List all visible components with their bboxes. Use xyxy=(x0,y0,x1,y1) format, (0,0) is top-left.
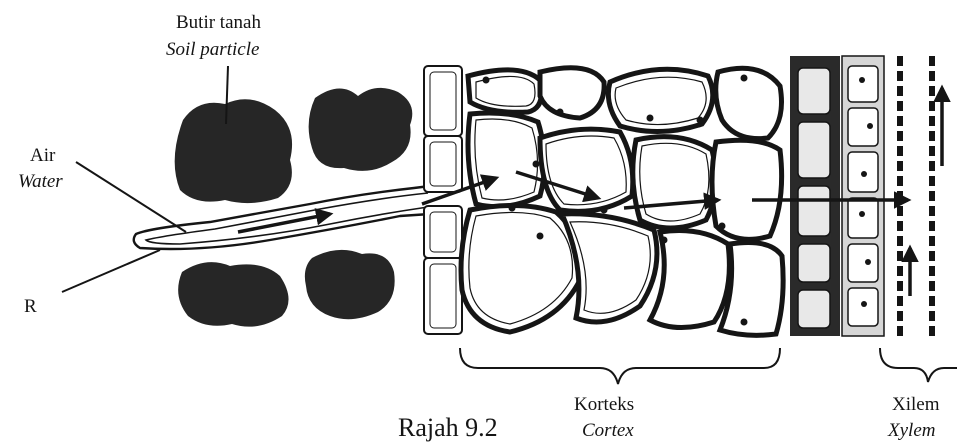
xylem-label-english: Xylem xyxy=(888,420,935,442)
soil-particle-label-malay: Butir tanah xyxy=(176,12,261,34)
soil-particle-2 xyxy=(309,88,413,171)
endodermis xyxy=(790,56,840,336)
soil-particle-4 xyxy=(305,250,395,319)
cortex-label-malay: Korteks xyxy=(574,394,634,416)
soil-particle-1 xyxy=(175,99,292,203)
root-hair-label-r: R xyxy=(24,296,37,318)
cortex-cells xyxy=(461,68,783,336)
root-hair xyxy=(134,186,430,249)
figure-caption: Rajah 9.2 xyxy=(398,413,498,443)
xylem-label-malay: Xilem xyxy=(892,394,940,416)
xylem-brace xyxy=(880,348,957,382)
water-label-malay: Air xyxy=(30,145,55,167)
water-label-english: Water xyxy=(18,171,63,193)
cortex-brace xyxy=(460,348,780,384)
xylem-vessel xyxy=(900,56,932,336)
cortex-label-english: Cortex xyxy=(582,420,634,442)
soil-particle-label-english: Soil particle xyxy=(166,39,259,61)
pericycle xyxy=(842,56,884,336)
soil-particle-3 xyxy=(178,262,288,327)
